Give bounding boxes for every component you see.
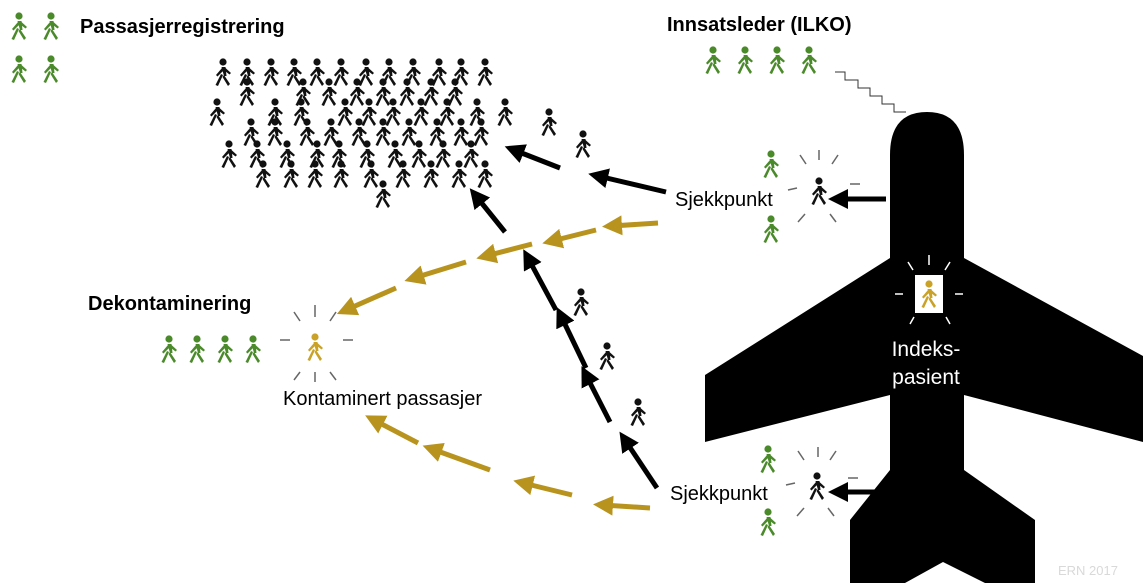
- passenger-walker-icon: [375, 78, 391, 106]
- passenger-walker-icon: [573, 288, 589, 316]
- passenger-walker-icon: [630, 398, 646, 426]
- alert-burst-icon: [787, 150, 860, 223]
- checkpoint-upper-passenger-icon: [811, 177, 827, 205]
- passenger-walker-icon: [477, 160, 493, 188]
- incident-commander-label: Innsatsleder (ILKO): [667, 14, 851, 36]
- passenger-walker-icon: [221, 140, 237, 168]
- passenger-walker-icon: [395, 160, 411, 188]
- registration-staff-group: [11, 12, 59, 83]
- passenger-walker-icon: [333, 58, 349, 86]
- watermark-label: ERN 2017: [1058, 563, 1118, 578]
- passenger-walker-icon: [363, 160, 379, 188]
- contaminated-passenger-label: Kontaminert passasjer: [283, 388, 482, 410]
- staff-walker-icon: [11, 55, 27, 83]
- passenger-registration-label: Passasjerregistrering: [80, 16, 285, 38]
- passenger-walker-icon: [575, 130, 591, 158]
- checkpoint-lower-staff-icon: [760, 508, 776, 536]
- contaminated-route-arrows: [336, 215, 659, 516]
- passenger-walker-icon: [599, 342, 615, 370]
- passenger-walker-icon: [299, 118, 315, 146]
- passenger-walker-icon: [451, 160, 467, 188]
- passenger-walker-icon: [423, 78, 439, 106]
- checkpoint-upper-staff-icon: [763, 150, 779, 178]
- decontamination-staff-group: [161, 335, 261, 363]
- passenger-walker-icon: [375, 180, 391, 208]
- passenger-walker-icon: [358, 58, 374, 86]
- passenger-walker-icon: [439, 98, 455, 126]
- alert-burst-icon: [895, 255, 963, 325]
- registration-crowd: [209, 58, 513, 208]
- passenger-walker-icon: [399, 78, 415, 106]
- staff-walker-icon: [11, 12, 27, 40]
- staff-walker-icon: [705, 46, 721, 74]
- checkpoint-upper-staff-icon: [763, 215, 779, 243]
- staff-walker-icon: [769, 46, 785, 74]
- passenger-walker-icon: [349, 78, 365, 106]
- staff-walker-icon: [43, 12, 59, 40]
- passenger-walker-icon: [309, 58, 325, 86]
- staff-walker-icon: [217, 335, 233, 363]
- stairs-line: [835, 71, 906, 113]
- passenger-walker-icon: [541, 108, 557, 136]
- passenger-walker-icon: [497, 98, 513, 126]
- index-patient-label-line2: pasient: [892, 366, 960, 389]
- checkpoint-lower-label: Sjekkpunkt: [670, 483, 768, 505]
- alert-burst-icon: [280, 305, 353, 382]
- index-patient-label-line1: Indeks-: [892, 338, 961, 361]
- passenger-walker-icon: [255, 160, 271, 188]
- staff-walker-icon: [801, 46, 817, 74]
- clean-route-arrows: [469, 144, 888, 502]
- staff-walker-icon: [161, 335, 177, 363]
- passenger-walker-icon: [473, 118, 489, 146]
- passenger-walker-icon: [361, 98, 377, 126]
- passenger-walker-icon: [209, 98, 225, 126]
- staff-walker-icon: [189, 335, 205, 363]
- passenger-walker-icon: [453, 118, 469, 146]
- incident-commander-staff-group: [705, 46, 817, 74]
- contaminated-passenger-icon: [307, 333, 323, 361]
- passenger-walker-icon: [333, 160, 349, 188]
- checkpoint-lower-passenger-icon: [809, 472, 825, 500]
- passenger-walker-icon: [401, 118, 417, 146]
- decontamination-label: Dekontaminering: [88, 293, 251, 315]
- passenger-walker-icon: [283, 160, 299, 188]
- checkpoint-upper-label: Sjekkpunkt: [675, 189, 773, 211]
- airplane-icon: [705, 112, 1143, 583]
- alert-burst-icon: [785, 447, 858, 517]
- passenger-walker-icon: [435, 140, 451, 168]
- passenger-walker-icon: [321, 78, 337, 106]
- passenger-walker-icon: [423, 160, 439, 188]
- staff-walker-icon: [245, 335, 261, 363]
- staff-walker-icon: [737, 46, 753, 74]
- passenger-walker-icon: [215, 58, 231, 86]
- passenger-walker-icon: [337, 98, 353, 126]
- passenger-walker-icon: [263, 58, 279, 86]
- staff-walker-icon: [43, 55, 59, 83]
- passenger-walker-icon: [477, 58, 493, 86]
- checkpoint-lower-staff-icon: [760, 445, 776, 473]
